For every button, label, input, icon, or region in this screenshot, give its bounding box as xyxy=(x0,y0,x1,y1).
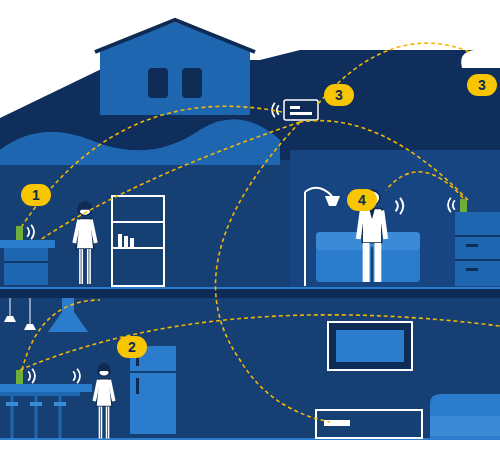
callout-number: 2 xyxy=(117,336,147,358)
callout-number: 3 xyxy=(324,84,354,106)
callout-number: 4 xyxy=(347,189,377,211)
callout-number: 1 xyxy=(21,184,51,206)
callout-number: 3 xyxy=(467,74,497,96)
